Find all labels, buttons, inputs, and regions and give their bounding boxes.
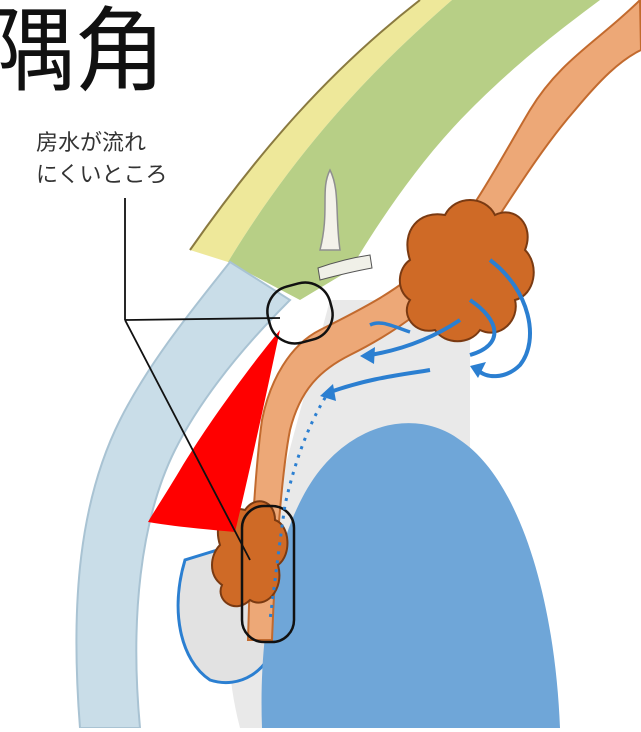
callout-label: 房水が流れ にくいところ bbox=[36, 128, 168, 192]
callout-label-line1: 房水が流れ bbox=[36, 128, 168, 160]
page-title: 隅角 bbox=[0, 2, 164, 102]
callout-label-line2: にくいところ bbox=[36, 160, 168, 192]
ciliary-body bbox=[400, 200, 534, 341]
